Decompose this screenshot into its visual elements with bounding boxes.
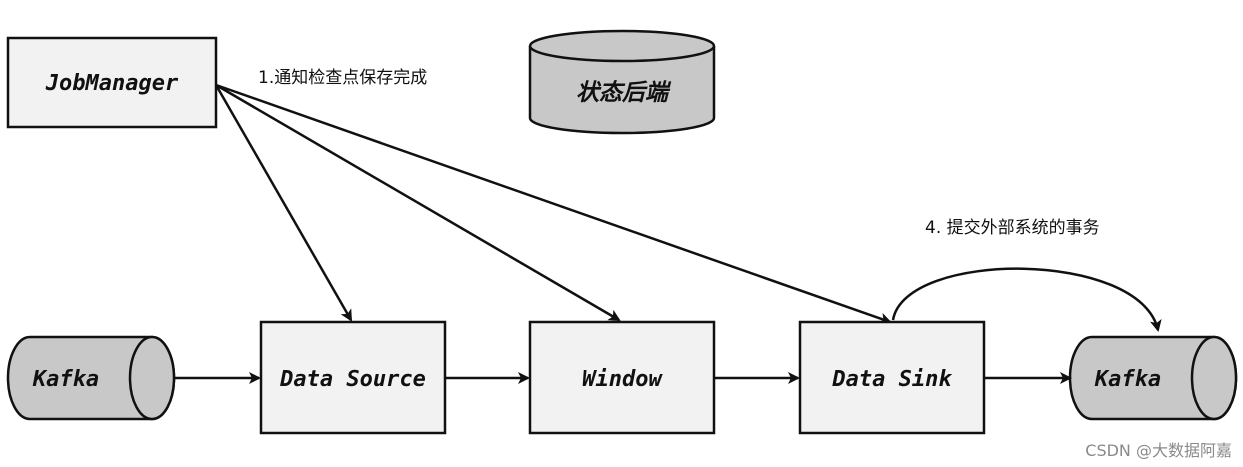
state-backend-label: 状态后端 xyxy=(576,80,672,106)
jobmanager-to-source-arrow xyxy=(214,84,353,322)
window-node: Window xyxy=(528,320,716,435)
data-source-node: Data Source xyxy=(259,320,447,435)
state-backend-node: 状态后端 xyxy=(528,29,716,135)
jobmanager-to-sink-arrow xyxy=(215,83,892,325)
kafka-input-label: Kafka xyxy=(32,367,99,392)
window-label: Window xyxy=(582,367,663,392)
csdn-watermark: CSDN @大数据阿嘉 xyxy=(1085,441,1232,460)
jobmanager-to-window-arrow xyxy=(215,83,621,322)
data-source-label: Data Source xyxy=(279,367,426,392)
kafka-output-node: Kafka xyxy=(1068,335,1238,421)
jobmanager-label: JobManager xyxy=(45,71,179,96)
kafka-input-node: Kafka xyxy=(6,335,176,421)
data-sink-node: Data Sink xyxy=(798,320,986,435)
sink-to-kafka-commit-arrow xyxy=(891,267,1162,332)
kafka-output-label: Kafka xyxy=(1094,367,1161,392)
commit-transaction-annotation: 4. 提交外部系统的事务 xyxy=(925,218,1100,238)
notify-checkpoint-annotation: 1.通知检查点保存完成 xyxy=(258,68,427,88)
jobmanager-node: JobManager xyxy=(6,36,218,129)
data-sink-label: Data Sink xyxy=(831,367,952,392)
